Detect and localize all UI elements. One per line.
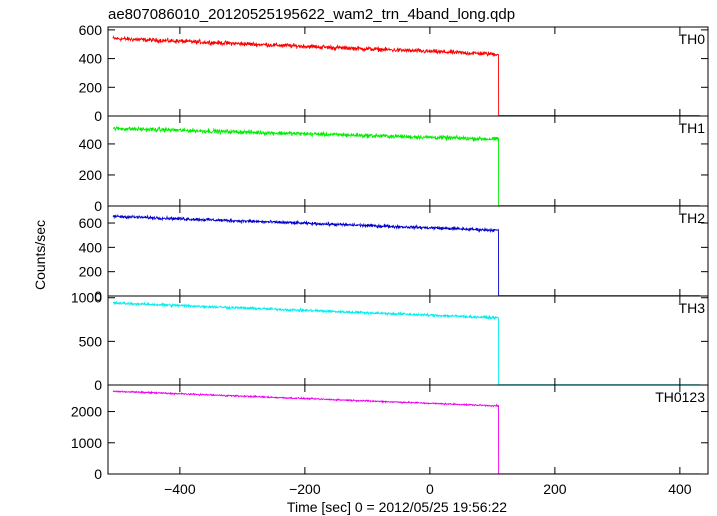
x-tick-label: −200 [289, 481, 321, 497]
y-tick-label: 2000 [71, 404, 102, 420]
y-tick-label: 0 [94, 377, 102, 393]
y-tick-label: 400 [79, 136, 103, 152]
panel-label: TH3 [679, 300, 706, 316]
series-line-th3 [112, 300, 700, 386]
series-line-th0 [112, 34, 700, 117]
series-line-th2 [112, 213, 700, 297]
panel-th1: 0 200 400 TH1 [79, 115, 709, 214]
y-tick-label: 600 [79, 22, 103, 38]
panel-label: TH0 [679, 31, 706, 47]
chart-title: ae807086010_20120525195622_wam2_trn_4ban… [108, 6, 515, 23]
x-tick-label: 400 [668, 481, 692, 497]
y-tick-label: 1000 [71, 435, 102, 451]
y-tick-label: 400 [79, 51, 103, 67]
x-tick-label: 0 [426, 481, 434, 497]
x-axis-label: Time [sec] 0 = 2012/05/25 19:56:22 [287, 499, 507, 515]
panel-th0123: 0 1000 2000 TH0123 [71, 384, 709, 482]
series-line-th0123 [112, 390, 700, 475]
x-tick-label: −400 [164, 481, 196, 497]
y-axis-label: Counts/sec [32, 220, 48, 290]
y-tick-label: 0 [94, 288, 102, 304]
y-tick-label: 200 [79, 264, 103, 280]
y-tick-label: 0 [94, 466, 102, 482]
panel-frame [107, 295, 709, 386]
panel-label: TH0123 [655, 389, 705, 405]
panel-label: TH1 [679, 120, 706, 136]
x-tick-label: 200 [543, 481, 567, 497]
panel-frame [107, 384, 709, 475]
y-tick-label: 200 [79, 167, 103, 183]
y-tick-label: 400 [79, 239, 103, 255]
y-tick-label: 600 [79, 215, 103, 231]
panel-th2: 0 200 400 600 TH2 [79, 205, 709, 304]
panel-label: TH2 [679, 210, 706, 226]
panel-frame [107, 115, 709, 207]
y-tick-label: 1000 [71, 290, 102, 306]
y-tick-label: 0 [94, 108, 102, 124]
series-line-th1 [112, 125, 700, 206]
y-tick-label: 200 [79, 79, 103, 95]
y-tick-label: 500 [79, 333, 103, 349]
y-tick-label: 0 [94, 198, 102, 214]
